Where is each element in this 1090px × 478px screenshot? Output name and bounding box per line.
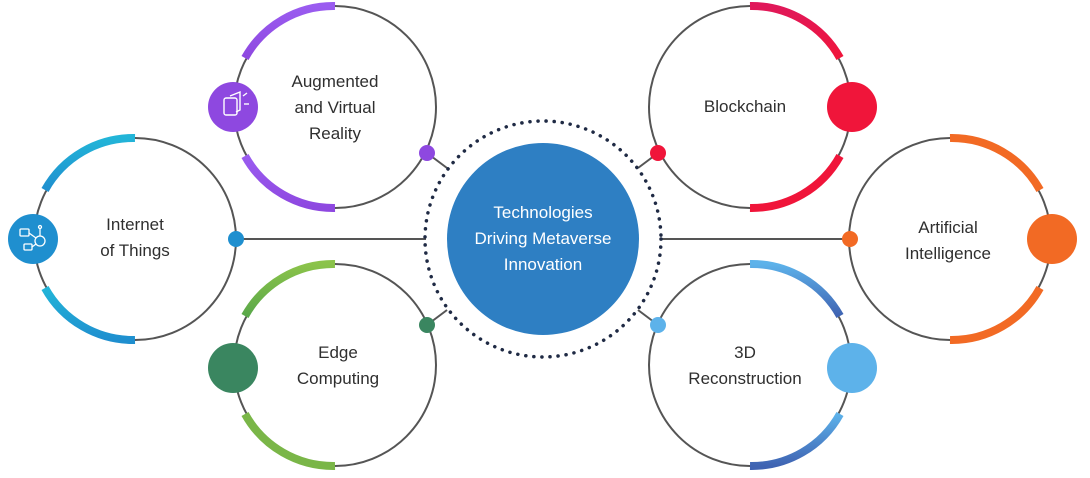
iot-network-icon [8, 214, 58, 264]
node-dot-edge [419, 317, 435, 333]
ar-vr-cube-icon [208, 82, 258, 132]
node-dot-ar-vr [419, 145, 435, 161]
3d-badge-icon [827, 343, 877, 393]
edge-badge-icon [208, 343, 258, 393]
node-label-blockchain: Blockchain [703, 97, 787, 116]
node-edge-computing [208, 259, 437, 471]
node-internet-of-things [8, 133, 244, 345]
center-dotted-ring [423, 119, 663, 359]
node-label-edge: Edge Computing [296, 343, 380, 388]
node-dot-ai [842, 231, 858, 247]
node-label-ai: Artificial Intelligence [904, 218, 991, 263]
node-3d-reconstruction [648, 259, 877, 471]
center-label: Technologies Driving Metaverse Innovatio… [474, 203, 612, 274]
center-circle [447, 143, 639, 335]
node-dot-3d [650, 317, 666, 333]
node-label-3d: 3D Reconstruction [688, 343, 802, 388]
node-blockchain [648, 1, 877, 213]
node-ar-vr [208, 1, 437, 213]
node-dot-blockchain [650, 145, 666, 161]
blockchain-badge-icon [827, 82, 877, 132]
node-dot-iot [228, 231, 244, 247]
ai-badge-icon [1027, 214, 1077, 264]
node-label-iot: Internet of Things [100, 215, 170, 260]
node-label-ar-vr: Augmented and Virtual Reality [291, 72, 379, 143]
node-artificial-intelligence [842, 133, 1077, 345]
